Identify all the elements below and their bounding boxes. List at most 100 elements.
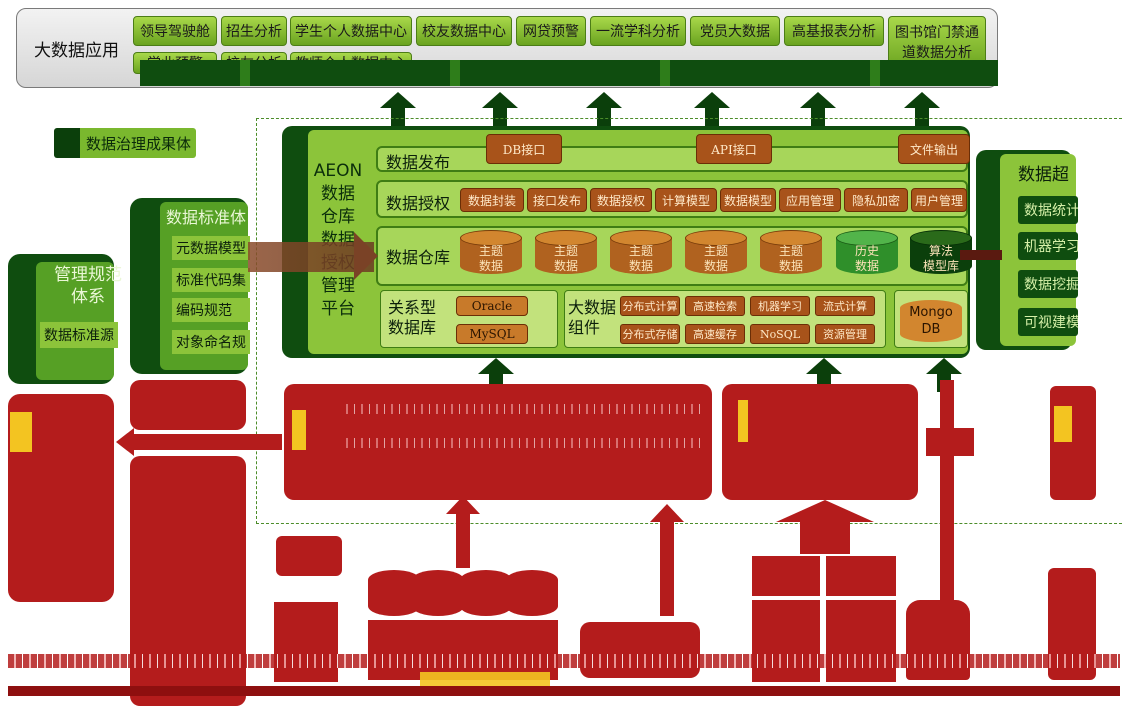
- auth-app-management[interactable]: 应用管理: [779, 188, 841, 212]
- theme-data-cylinder: 主题数据: [460, 230, 522, 278]
- red-arrow-shaft: [940, 380, 954, 600]
- red-arrow-shaft: [660, 520, 674, 616]
- app-bar-title: 大数据应用: [34, 41, 119, 61]
- publish-label: 数据发布: [386, 153, 451, 172]
- standard-encoding-spec[interactable]: 编码规范: [172, 298, 250, 322]
- auth-data-authorization[interactable]: 数据授权: [590, 188, 652, 212]
- platform-title-line: 数据: [321, 184, 355, 204]
- arrow-up-icon: [586, 92, 622, 126]
- management-inner: [36, 262, 114, 380]
- platform-title-line: AEON: [313, 161, 363, 181]
- auth-data-model[interactable]: 数据模型: [720, 188, 776, 212]
- dashed-frame: [256, 118, 1122, 524]
- arrow-up-icon: [800, 92, 836, 126]
- super-visual-modeling[interactable]: 可视建模: [1018, 308, 1078, 336]
- library-app-line2: 道数据分析: [902, 45, 972, 61]
- theme-data-cylinder: 主题数据: [610, 230, 672, 278]
- red-source-panel: [722, 384, 918, 500]
- database-icon: [506, 570, 558, 616]
- authorization-label: 数据授权: [386, 194, 451, 213]
- red-block: [130, 456, 246, 706]
- database-icon: [580, 622, 700, 678]
- relational-db-label: 关系型数据库: [388, 298, 437, 337]
- server-icon: [276, 536, 342, 576]
- app-bar-glitch-strip: [140, 60, 998, 86]
- platform-title-line: 管理: [321, 276, 355, 296]
- fast-search[interactable]: 高速检索: [685, 296, 745, 316]
- standards-to-platform-band: [248, 242, 374, 272]
- auth-data-encapsulation[interactable]: 数据封装: [460, 188, 524, 212]
- super-data-statistics[interactable]: 数据统计: [1018, 196, 1078, 224]
- yellow-marker: [292, 410, 306, 450]
- distributed-computing[interactable]: 分布式计算: [620, 296, 680, 316]
- yellow-marker: [10, 412, 32, 452]
- app-party-member-data[interactable]: 党员大数据: [690, 16, 780, 46]
- machine-learning[interactable]: 机器学习: [750, 296, 810, 316]
- user-icon: [906, 600, 970, 680]
- super-data-mining[interactable]: 数据挖掘: [1018, 270, 1078, 298]
- auth-user-management[interactable]: 用户管理: [911, 188, 967, 212]
- app-loan-warning[interactable]: 网贷预警: [516, 16, 586, 46]
- algorithm-model-cylinder: 算法模型库: [910, 230, 972, 278]
- app-discipline-analysis[interactable]: 一流学科分析: [590, 16, 686, 46]
- yellow-marker: [1054, 406, 1072, 442]
- red-arrow-shaft: [800, 520, 850, 554]
- red-block: [1050, 386, 1096, 500]
- database-icon: [460, 570, 512, 616]
- app-alumni-data-center[interactable]: 校友数据中心: [416, 16, 512, 46]
- auth-compute-model[interactable]: 计算模型: [655, 188, 717, 212]
- standards-title: 数据标准体: [166, 208, 247, 227]
- arrow-up-icon: [482, 92, 518, 126]
- building-divider: [820, 556, 826, 682]
- arrow-up-icon: [650, 504, 684, 522]
- app-enrollment-analysis[interactable]: 招生分析: [221, 16, 287, 46]
- theme-data-cylinder: 主题数据: [535, 230, 597, 278]
- red-block: [130, 380, 246, 430]
- super-computing-title: 数据超: [1018, 165, 1069, 185]
- api-interface[interactable]: API接口: [696, 134, 772, 164]
- warehouse-label: 数据仓库: [386, 248, 451, 267]
- db-interface[interactable]: DB接口: [486, 134, 562, 164]
- super-machine-learning[interactable]: 机器学习: [1018, 232, 1078, 260]
- bottom-glitch-stripe: [8, 686, 1120, 696]
- super-connector: [960, 250, 1002, 260]
- band-arrow-icon: [354, 232, 378, 280]
- arrow-up-icon: [776, 500, 874, 522]
- mysql-item[interactable]: MySQL: [456, 324, 528, 344]
- standard-code-set[interactable]: 标准代码集: [172, 268, 250, 292]
- auth-interface-publish[interactable]: 接口发布: [527, 188, 587, 212]
- red-arrow-shaft: [456, 512, 470, 568]
- arrow-left-icon: [116, 428, 134, 456]
- bigdata-component-label: 大数据组件: [568, 298, 617, 337]
- arrow-up-icon: [446, 496, 480, 514]
- oracle-item[interactable]: Oracle: [456, 296, 528, 316]
- app-leader-cockpit[interactable]: 领导驾驶舱: [133, 16, 217, 46]
- publish-layer: [376, 146, 968, 172]
- app-student-data-center[interactable]: 学生个人数据中心: [290, 16, 412, 46]
- server-icon: [274, 602, 338, 682]
- database-icon: [412, 570, 464, 616]
- auth-privacy-encryption[interactable]: 隐私加密: [844, 188, 908, 212]
- platform-title-line: 平台: [321, 299, 355, 319]
- fast-cache[interactable]: 高速缓存: [685, 324, 745, 344]
- library-app-line1: 图书馆门禁通: [895, 25, 979, 41]
- distributed-storage[interactable]: 分布式存储: [620, 324, 680, 344]
- app-report-analysis[interactable]: 高基报表分析: [784, 16, 884, 46]
- database-icon: [368, 570, 420, 616]
- standard-object-naming[interactable]: 对象命名规: [172, 330, 250, 354]
- management-item[interactable]: 数据标准源: [40, 322, 118, 348]
- stream-computing[interactable]: 流式计算: [815, 296, 875, 316]
- resource-management[interactable]: 资源管理: [815, 324, 875, 344]
- platform-title-line: 仓库: [321, 207, 355, 227]
- yellow-marker: [420, 672, 550, 686]
- history-data-cylinder: 历史数据: [836, 230, 898, 278]
- bottom-glitch-stripe: [8, 654, 1120, 668]
- file-output[interactable]: 文件输出: [898, 134, 970, 164]
- database-icon: [368, 620, 558, 680]
- arrow-up-icon: [380, 92, 416, 126]
- nosql[interactable]: NoSQL: [750, 324, 810, 344]
- glitch-stripe: [340, 404, 700, 414]
- standard-metadata-model[interactable]: 元数据模型: [172, 236, 250, 260]
- yellow-marker: [738, 400, 748, 442]
